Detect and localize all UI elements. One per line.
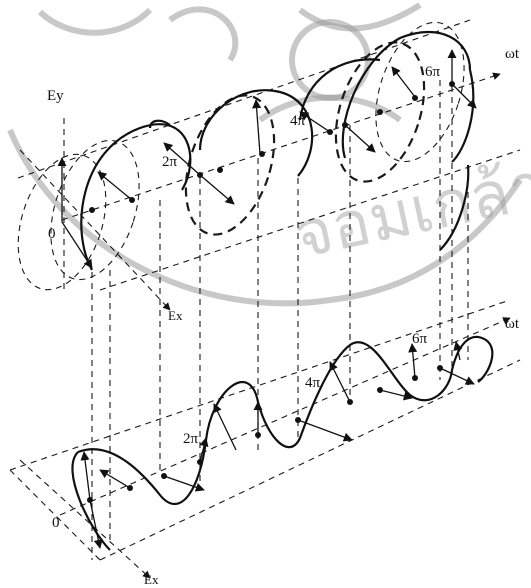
top-ex-label: Ex xyxy=(168,308,183,323)
top-cylinder xyxy=(17,19,521,311)
bottom-phase-2pi: 2π xyxy=(183,431,199,447)
bottom-wt-axis xyxy=(59,317,511,516)
bottom-ex-axis xyxy=(19,459,151,579)
top-origin-label: 0 xyxy=(48,226,56,242)
bottom-phase-6pi: 6π xyxy=(412,331,428,347)
top-ex-axis xyxy=(19,149,171,311)
svg-text:จอมเกล้าเจ้า: จอมเกล้าเจ้า xyxy=(288,129,531,274)
top-phase-4pi: 4π xyxy=(290,113,306,129)
projection-lines xyxy=(91,80,469,560)
top-phase-2pi: 2π xyxy=(162,154,178,170)
ey-label: Ey xyxy=(47,88,64,104)
bottom-phase-4pi: 4π xyxy=(305,375,321,391)
bottom-wave xyxy=(9,299,521,579)
bottom-wt-label: ωt xyxy=(505,316,520,332)
top-phase-6pi: 6π xyxy=(425,64,441,80)
bottom-ex-label: Ex xyxy=(144,572,159,587)
top-wt-label: ωt xyxy=(505,46,520,62)
bottom-origin-label: 0 xyxy=(52,515,60,531)
watermark-text: จอมเกล้าเจ้า xyxy=(288,129,531,274)
